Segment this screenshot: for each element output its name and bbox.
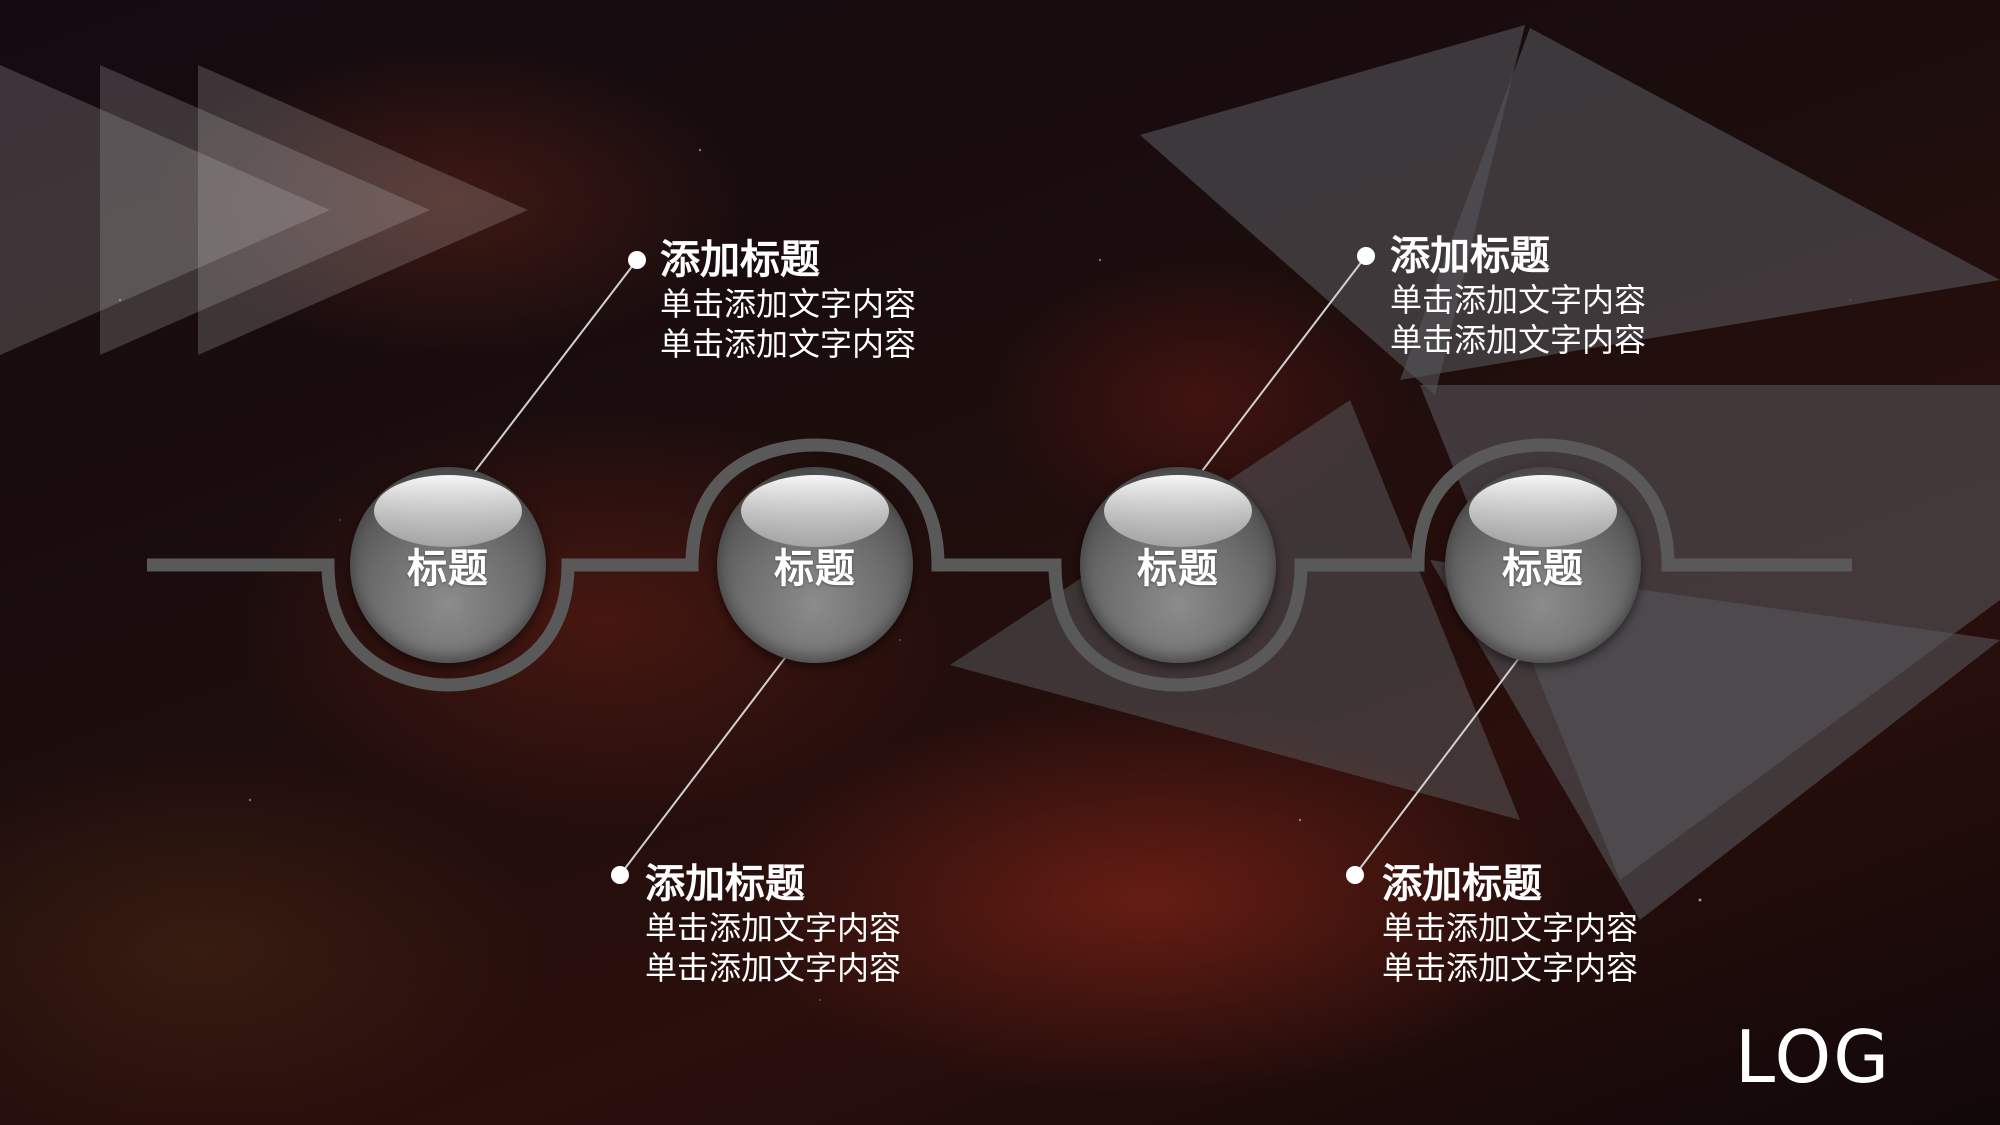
callout-text: 单击添加文字内容 — [645, 909, 902, 947]
callout-2[interactable]: 添加标题 单击添加文字内容 单击添加文字内容 — [645, 860, 901, 988]
callout-dot-2 — [611, 866, 629, 884]
timeline-node-1[interactable]: 标题 — [350, 467, 546, 663]
callout-text: 单击添加文字内容 — [645, 949, 902, 987]
callout-text: 单击添加文字内容 — [660, 285, 917, 323]
big-triangle-2 — [1400, 28, 2000, 380]
callout-1[interactable]: 添加标题 单击添加文字内容 单击添加文字内容 — [660, 236, 916, 364]
callout-text: 单击添加文字内容 — [660, 325, 917, 363]
timeline-node-2[interactable]: 标题 — [717, 467, 913, 663]
node-label: 标题 — [1137, 546, 1219, 592]
callout-3[interactable]: 添加标题 单击添加文字内容 单击添加文字内容 — [1390, 232, 1646, 360]
callout-dot-4 — [1346, 866, 1364, 884]
leader-line-3 — [1179, 255, 1367, 501]
timeline-node-3[interactable]: 标题 — [1080, 467, 1276, 663]
callout-text: 单击添加文字内容 — [1382, 949, 1639, 987]
callout-title: 添加标题 — [1390, 233, 1550, 279]
timeline-connector — [147, 438, 1852, 692]
arrow-triangle-1 — [0, 65, 330, 355]
callout-4[interactable]: 添加标题 单击添加文字内容 单击添加文字内容 — [1382, 860, 1638, 988]
callout-dot-3 — [1357, 247, 1375, 265]
leader-line-2 — [619, 632, 805, 876]
callout-text: 单击添加文字内容 — [1390, 281, 1647, 319]
node-label: 标题 — [1502, 546, 1584, 592]
leader-line-4 — [1354, 632, 1539, 876]
logo-text: LOG — [1735, 1015, 1892, 1099]
arrow-triangle-2 — [100, 65, 430, 355]
node-label: 标题 — [407, 546, 489, 592]
callout-title: 添加标题 — [645, 861, 805, 907]
callout-text: 单击添加文字内容 — [1390, 321, 1647, 359]
callout-title: 添加标题 — [1382, 861, 1542, 907]
callout-dot-1 — [628, 251, 646, 269]
timeline-node-4[interactable]: 标题 — [1445, 467, 1641, 663]
callout-title: 添加标题 — [660, 237, 820, 283]
arrow-triangle-3 — [198, 65, 528, 355]
callout-text: 单击添加文字内容 — [1382, 909, 1639, 947]
node-label: 标题 — [774, 546, 856, 592]
leader-line-1 — [452, 259, 638, 501]
